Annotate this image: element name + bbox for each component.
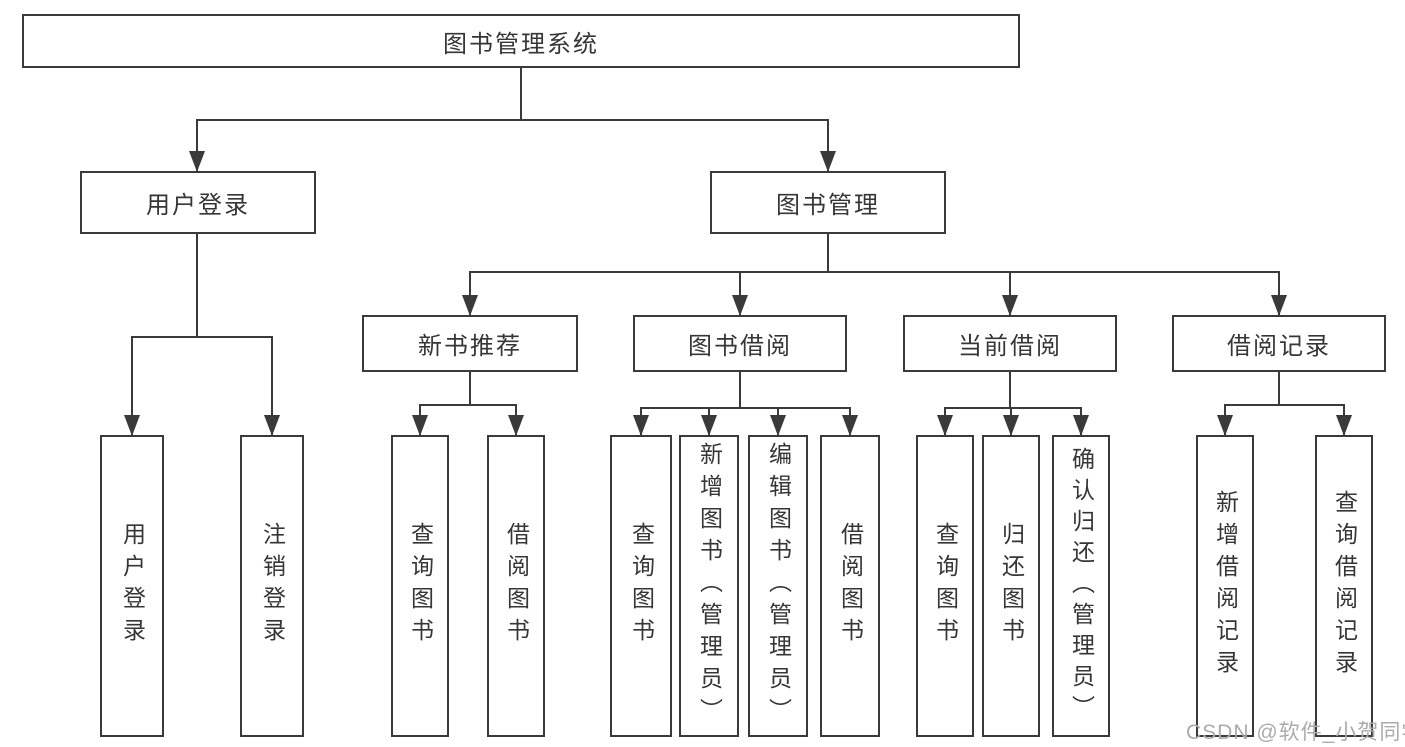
leaf-return-books: 归还图书 [982,435,1040,737]
node-book-management: 图书管理 [710,171,946,234]
leaf-borrow-books-borrowing: 借阅图书 [820,435,880,737]
node-book-borrowing: 图书借阅 [633,315,847,372]
csdn-watermark: CSDN @软件_小贺同学 [1186,721,1405,744]
leaf-edit-book-admin: 编辑图书（管理员） [748,435,808,737]
leaf-borrow-books-recommend: 借阅图书 [487,435,545,737]
leaf-query-books-recommend: 查询图书 [391,435,449,737]
leaf-label: 注销登录 [259,522,286,650]
node-borrowing-records: 借阅记录 [1172,315,1386,372]
leaf-query-borrow-record: 查询借阅记录 [1315,435,1373,737]
leaf-query-books-borrowing: 查询图书 [610,435,672,737]
leaf-label: 新增图书（管理员） [696,442,723,730]
leaf-label: 借阅图书 [837,522,864,650]
leaf-query-books-current: 查询图书 [916,435,974,737]
leaf-label: 查询图书 [932,522,959,650]
leaf-label: 查询借阅记录 [1331,490,1358,682]
leaf-logout: 注销登录 [240,435,304,737]
leaf-label: 借阅图书 [503,522,530,650]
leaf-label: 编辑图书（管理员） [765,442,792,730]
leaf-label: 查询图书 [628,522,655,650]
leaf-add-borrow-record: 新增借阅记录 [1196,435,1254,737]
leaf-user-login: 用户登录 [100,435,164,737]
node-new-book-recommend: 新书推荐 [362,315,578,372]
leaf-label: 新增借阅记录 [1212,490,1239,682]
leaf-label: 查询图书 [407,522,434,650]
leaf-label: 归还图书 [998,522,1025,650]
leaf-confirm-return-admin: 确认归还（管理员） [1052,435,1110,737]
leaf-label: 用户登录 [119,522,146,650]
leaf-label: 确认归还（管理员） [1068,446,1095,726]
node-library-system: 图书管理系统 [22,14,1020,68]
leaf-add-book-admin: 新增图书（管理员） [679,435,739,737]
node-current-borrowing: 当前借阅 [903,315,1117,372]
node-user-login: 用户登录 [80,171,316,234]
